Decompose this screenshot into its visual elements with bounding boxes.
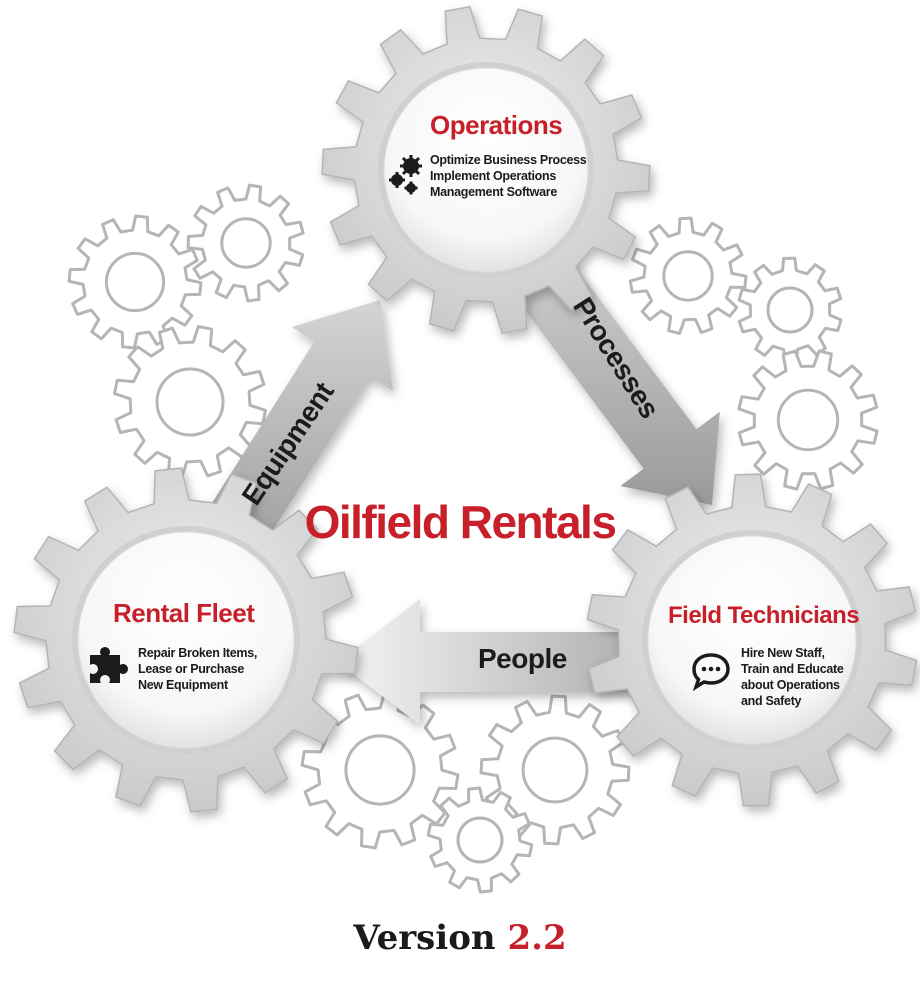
processes-arrow	[493, 228, 720, 505]
field-technicians-description: Hire New Staff, Train and Educate about …	[741, 645, 844, 709]
rental-fleet-line-1: Repair Broken Items,	[138, 646, 258, 660]
outline-gear-hub-7	[344, 734, 416, 806]
outline-gear-hub-4	[662, 250, 714, 302]
outline-gear-6	[737, 349, 879, 491]
outline-gear-hub-2	[220, 217, 272, 269]
outline-gear-1	[67, 214, 203, 350]
puzzle-icon	[86, 643, 130, 687]
outline-gear-hub-8	[521, 736, 589, 804]
outline-gear-9	[426, 786, 534, 894]
field-technicians-line-2: Train and Educate	[741, 662, 844, 676]
field-technicians-line-3: about Operations	[741, 678, 840, 692]
people-arrow-label: People	[478, 643, 567, 674]
outline-gear-5	[737, 256, 843, 364]
outline-gear-hub-1	[104, 251, 166, 313]
outline-gear-2	[186, 183, 305, 303]
operations-gear-face	[383, 67, 589, 273]
operations-line-3: Management Software	[430, 185, 557, 199]
operations-line-2: Implement Operations	[430, 169, 556, 183]
gears-icon	[384, 152, 430, 198]
outline-gear-hub-6	[776, 388, 840, 452]
center-title: Oilfield Rentals	[304, 496, 617, 548]
outline-gear-3	[113, 325, 267, 479]
version-word: Version	[353, 918, 496, 958]
field-technicians-gear-face	[647, 535, 857, 745]
people-arrow	[338, 599, 668, 725]
outline-gear-hub-9	[456, 816, 504, 864]
outline-gear-hub-5	[766, 286, 814, 334]
operations-description: Optimize Business Process Implement Oper…	[430, 152, 587, 200]
field-technicians-line-1: Hire New Staff,	[741, 646, 825, 660]
field-technicians-title: Field Technicians	[668, 602, 860, 629]
version-number: 2.2	[507, 918, 567, 958]
operations-title: Operations	[430, 110, 563, 140]
outline-gear-4	[628, 216, 748, 335]
rental-fleet-line-2: Lease or Purchase	[138, 662, 245, 676]
rental-fleet-gear-face	[77, 531, 295, 749]
field-technicians-line-4: and Safety	[741, 694, 802, 708]
version-label: Version 2.2	[0, 918, 920, 958]
chat-bubble-icon	[690, 650, 732, 692]
rental-fleet-line-3: New Equipment	[138, 678, 228, 692]
operations-line-1: Optimize Business Process	[430, 153, 587, 167]
rental-fleet-title: Rental Fleet	[113, 598, 255, 628]
rental-fleet-description: Repair Broken Items, Lease or Purchase N…	[138, 645, 257, 693]
outline-gear-8	[479, 694, 631, 846]
outline-gear-hub-3	[155, 367, 225, 437]
